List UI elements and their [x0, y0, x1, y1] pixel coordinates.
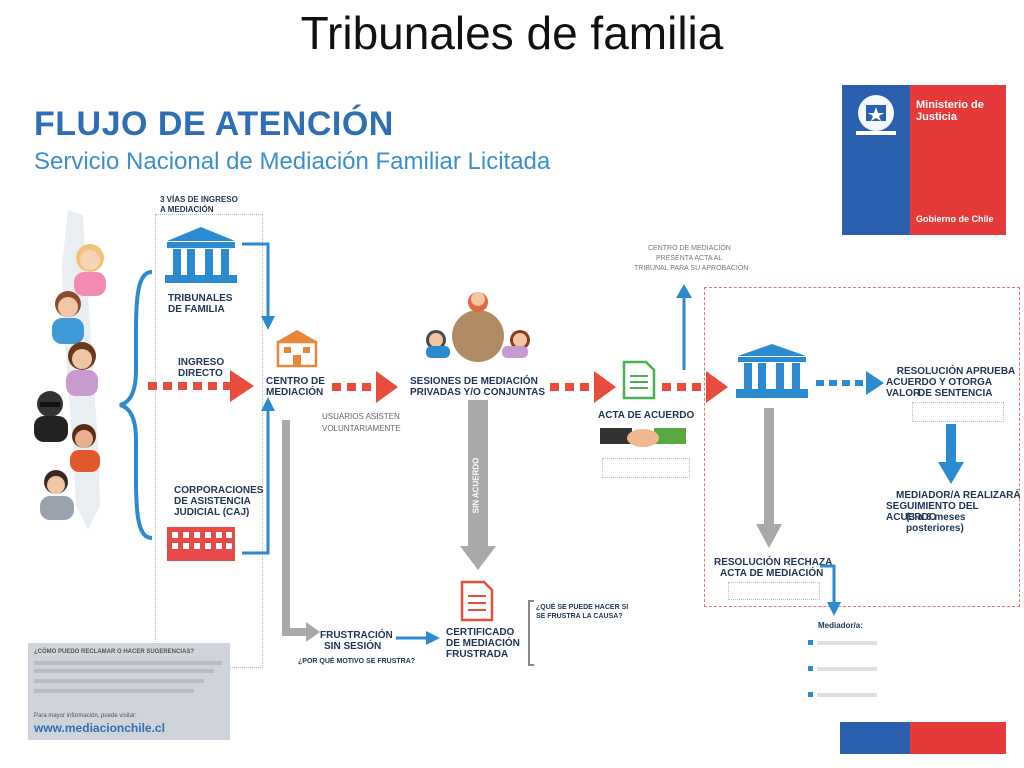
court-building-icon	[165, 227, 237, 283]
seguimiento-line2: SEGUIMIENTO DEL ACUERDO	[886, 501, 979, 523]
arrow-tribunal-to-rechaza	[756, 408, 782, 548]
logo-ministry-line1: Ministerio de	[916, 99, 984, 111]
mediation-table-icon	[426, 292, 530, 362]
aprueba-note-box	[912, 402, 1004, 422]
chile-coat-of-arms-icon	[856, 95, 896, 135]
sin-acuerdo-label: SIN ACUERDO	[471, 457, 481, 514]
arrow-aprueba-to-seguimiento	[938, 424, 964, 484]
footer-blue-bar	[840, 722, 910, 754]
sesiones-label-line1: SESIONES DE MEDIACIÓN	[410, 376, 538, 387]
mediador-list	[808, 632, 888, 702]
rechaza-note-box	[728, 582, 820, 600]
infographic-subtitle: Servicio Nacional de Mediación Familiar …	[34, 148, 551, 175]
caj-label-line2: DE ASISTENCIA	[174, 496, 251, 507]
arrow-tribunal-to-aprueba	[816, 371, 884, 395]
ingreso-label-line2: DIRECTO	[178, 368, 223, 379]
court-building-icon-right	[736, 344, 808, 398]
vias-title-line1: 3 VÍAS DE INGRESO	[160, 195, 238, 204]
arrow-rechaza-to-mediador	[820, 564, 841, 616]
reclamos-box: ¿CÓMO PUEDO RECLAMAR O HACER SUGERENCIAS…	[28, 643, 230, 740]
sesiones-label-line2: PRIVADAS Y/O CONJUNTAS	[410, 387, 546, 398]
logo-red-panel: Ministerio de Justicia Gobierno de Chile	[910, 85, 1006, 235]
certificate-document-icon	[460, 580, 494, 622]
frustracion-line2: SIN SESIÓN	[324, 641, 382, 652]
arrow-ingreso-to-centro	[148, 370, 254, 402]
presenta-line3: TRIBUNAL PARA SU APROBACIÓN	[634, 265, 749, 272]
rechaza-line1: RESOLUCIÓN RECHAZA	[714, 557, 833, 568]
arrow-centro-to-frustracion	[282, 420, 320, 642]
aprueba-line3: DE SENTENCIA	[918, 388, 993, 399]
logo-blue-panel	[842, 85, 910, 235]
usuarios-line2: VOLUNTARIAMENTE	[322, 424, 401, 433]
arrow-sin-acuerdo	[460, 400, 496, 570]
presenta-line2: PRESENTA ACTA AL	[656, 255, 723, 262]
aprueba-line1: RESOLUCIÓN APRUEBA	[896, 366, 1016, 377]
mediation-center-icon	[276, 330, 318, 368]
arrow-up-presenta	[676, 284, 692, 370]
rechaza-line2: ACTA DE MEDIACIÓN	[720, 568, 824, 579]
ingreso-label-line1: INGRESO	[178, 357, 225, 368]
arrow-centro-to-sesiones	[332, 371, 398, 403]
certificado-line3: FRUSTRADA	[446, 649, 509, 660]
presenta-line1: CENTRO DE MEDIACIÓN	[648, 245, 731, 252]
footer-red-bar	[910, 722, 1006, 754]
que-hacer-line2: SE FRUSTRA LA CAUSA?	[536, 613, 623, 620]
tribunales-label-line2: DE FAMILIA	[168, 304, 225, 315]
que-hacer-line1: ¿QUÉ SE PUEDE HACER SI	[536, 604, 629, 611]
acta-note-box	[602, 458, 690, 478]
slide-title: Tribunales de familia	[300, 7, 724, 59]
logo-ministry-line2: Justicia	[916, 111, 957, 123]
arrow-acta-to-tribunal	[662, 371, 728, 403]
aprueba-line2: ACUERDO Y OTORGA VALOR	[886, 377, 992, 399]
vias-title-line2: A MEDIACIÓN	[160, 205, 214, 214]
que-hacer-bracket	[528, 600, 534, 666]
arrow-frustracion-to-certificado	[396, 631, 440, 645]
frustracion-line1: FRUSTRACIÓN	[320, 630, 393, 641]
seguimiento-line1: MEDIADOR/A REALIZARÁ	[896, 490, 1021, 501]
arrow-tribunales-to-centro	[242, 242, 275, 330]
infographic-title: FLUJO DE ATENCIÓN	[34, 105, 394, 143]
document-icon	[622, 360, 656, 400]
caj-building-icon	[167, 527, 235, 561]
caj-label-line3: JUDICIAL (CAJ)	[174, 507, 250, 518]
logo-gobierno: Gobierno de Chile	[916, 214, 994, 224]
reclamos-more-info: Para mayor información, puede visitar:	[34, 713, 137, 719]
frustracion-question: ¿POR QUÉ MOTIVO SE FRUSTRA?	[298, 658, 416, 665]
handshake-icon	[600, 428, 686, 447]
tribunal-region-frame	[704, 287, 1020, 607]
centro-label-line2: MEDIACIÓN	[266, 387, 324, 398]
people-icons	[34, 244, 106, 520]
acta-label: ACTA DE ACUERDO	[598, 410, 695, 421]
centro-label-line1: CENTRO DE	[266, 376, 325, 387]
reclamos-question: ¿CÓMO PUEDO RECLAMAR O HACER SUGERENCIAS…	[34, 649, 195, 655]
mediador-title: Mediador/a:	[818, 621, 863, 630]
arrow-sesiones-to-acta	[550, 371, 616, 403]
certificado-line2: DE MEDIACIÓN	[446, 638, 520, 649]
caj-label-line1: CORPORACIONES	[174, 485, 264, 496]
usuarios-line1: USUARIOS ASISTEN	[322, 412, 400, 421]
arrow-caj-to-centro	[242, 397, 275, 555]
mediacion-url-link[interactable]: www.mediacionchile.cl	[34, 721, 165, 735]
tribunales-label-line1: TRIBUNALES	[168, 293, 233, 304]
certificado-line1: CERTIFICADO	[446, 627, 515, 638]
seguimiento-line3: (3 a 6 meses posteriores)	[906, 512, 966, 534]
brace-icon	[119, 270, 153, 540]
